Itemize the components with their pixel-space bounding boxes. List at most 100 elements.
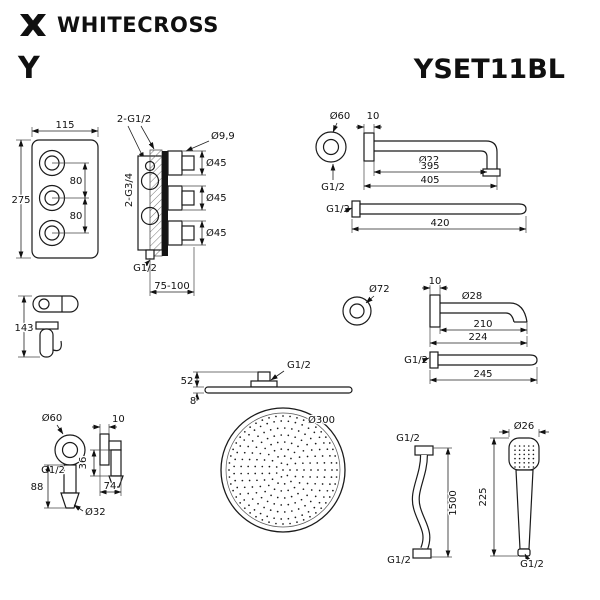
dim-bottom-thread: G1/2	[133, 263, 157, 274]
dim-outlet-thread: G1/2	[41, 465, 65, 476]
handshower-handle	[515, 469, 534, 550]
holder-body	[39, 328, 54, 358]
dim-outlet-width: 74	[104, 481, 117, 492]
holder-hook	[52, 340, 62, 352]
dim-spout-tube-dia: Ø28	[462, 290, 483, 302]
head-face-view: Ø300	[220, 407, 346, 533]
hose-top-nut	[414, 445, 434, 456]
dim-knob-spacing-top: 80	[70, 176, 83, 187]
mixer-front-view: 115 275 80 80	[10, 119, 99, 259]
dim-outlet-offset: 36	[78, 457, 89, 470]
dim-knob-bottom-dia: Ø45	[206, 227, 227, 239]
dim-arm2-length: 420	[430, 218, 449, 229]
dim-spout-escutcheon: Ø72	[369, 283, 390, 295]
series-title: Y	[18, 51, 40, 86]
arm2-collar	[351, 200, 361, 218]
dim-spout2-length: 245	[473, 369, 492, 380]
head-side-view: G1/2 52 8	[179, 359, 353, 408]
wall-outlet-view: Ø60 G1/2 10 36 74 88	[29, 411, 126, 520]
spout-view: Ø72 10 Ø28 210 224	[342, 275, 528, 347]
handshower-spray-dots	[514, 445, 535, 468]
spout-wall-plate	[429, 294, 441, 328]
outlet-pipe-front	[63, 464, 77, 494]
head-plate-side	[204, 386, 353, 394]
outlet-pipe-side	[110, 449, 122, 477]
dim-spout-length-inner: 210	[473, 319, 492, 330]
dim-head-thread: G1/2	[287, 360, 311, 371]
title-row: Y YSET11BL	[18, 51, 582, 86]
dim-head-boss-height: 52	[181, 376, 194, 387]
dim-arm-escutcheon: Ø60	[330, 110, 351, 122]
dim-spout2-thread: G1/2	[404, 355, 428, 366]
spout-straight-view: G1/2 245	[403, 351, 538, 384]
dim-handshower-dia: Ø26	[514, 420, 535, 432]
dim-arm-plate-depth: 10	[367, 111, 380, 122]
shower-arm-straight-view: G1/2 420	[325, 200, 527, 233]
holder-top-view	[32, 295, 79, 313]
dim-knob-spacing-bottom: 80	[70, 211, 83, 222]
spout-tube	[440, 302, 528, 323]
head-boss	[250, 380, 278, 388]
dim-hose-length: 1500	[448, 490, 459, 515]
dim-outlet-height: 88	[31, 482, 44, 493]
dim-head-diameter: Ø300	[308, 414, 335, 426]
hose-view: G1/2 1500 G1/2	[386, 432, 460, 568]
spout2-tube	[437, 354, 538, 366]
brand-name: WHITECROSS	[57, 13, 219, 37]
model-number: YSET11BL	[413, 54, 565, 85]
dim-knob-top-dia: Ø45	[206, 157, 227, 169]
dim-pilot-hole: Ø9,9	[211, 130, 235, 142]
dim-head-thickness: 8	[190, 396, 196, 407]
shower-arm-view: Ø60 10 Ø22 395 405 G1/2	[315, 109, 501, 194]
head-rim	[220, 407, 346, 533]
outlet-wall-plate	[99, 433, 110, 466]
outlet-cone-side	[108, 475, 124, 488]
mixer-side-view: 2-G1/2 Ø9,9 Ø45 Ø45 Ø45 2-G3/4 G1/2	[116, 113, 236, 296]
dim-arm-length-inner: 395	[420, 161, 439, 172]
dim-outlet-threads: 2-G1/2	[117, 114, 151, 125]
dim-outlet-plate-depth: 10	[112, 414, 125, 425]
sheet-header: WHITECROSS Y YSET11BL	[0, 0, 600, 86]
head-nozzle-dots	[228, 415, 338, 525]
dim-outlet-escutcheon: Ø60	[42, 412, 63, 424]
arm-nozzle	[482, 168, 501, 177]
dim-arm-thread: G1/2	[321, 182, 345, 193]
dim-inlet-threads: 2-G3/4	[124, 173, 135, 207]
spout2-collar	[429, 351, 439, 369]
whitecross-logo-icon	[20, 14, 46, 36]
head-nipple	[257, 371, 271, 382]
dim-mixer-height: 275	[11, 195, 30, 206]
brand: WHITECROSS	[18, 12, 582, 38]
dim-hose-top-thread: G1/2	[396, 433, 420, 444]
hand-shower-view: Ø26 225 G1/2	[477, 419, 549, 571]
arm2-tube	[359, 203, 527, 215]
dim-spout-plate-depth: 10	[429, 276, 442, 287]
handshower-inlet	[517, 548, 531, 557]
dim-arm-tube-dia: Ø22	[419, 154, 440, 166]
inlet-port-top	[140, 171, 160, 191]
spout-escutcheon	[342, 296, 372, 326]
dim-outlet-cone: Ø32	[85, 506, 106, 518]
dim-arm-length-total: 405	[420, 175, 439, 186]
dim-arm2-thread: G1/2	[326, 204, 350, 215]
outlet-cone-front	[60, 492, 80, 509]
dim-install-depth: 75-100	[154, 281, 189, 292]
inlet-port-bottom	[140, 206, 160, 226]
dim-knob-mid-dia: Ø45	[206, 192, 227, 204]
dim-handshower-length: 225	[478, 487, 489, 506]
dim-hose-bottom-thread: G1/2	[387, 555, 411, 566]
dim-holder-height: 143	[14, 323, 33, 334]
arm-escutcheon	[315, 131, 347, 163]
arm-tube	[374, 140, 498, 169]
holder-view: 143	[13, 295, 79, 358]
outlet-stub-side	[108, 440, 122, 451]
hose-bottom-nut	[412, 548, 432, 559]
dim-spout-length-total: 224	[468, 332, 487, 343]
dim-mixer-width: 115	[55, 120, 74, 131]
wall-section-hatch	[149, 149, 163, 257]
bottom-outlet-stub	[145, 249, 155, 260]
holder-base	[35, 321, 59, 330]
dim-handshower-thread: G1/2	[520, 559, 544, 570]
